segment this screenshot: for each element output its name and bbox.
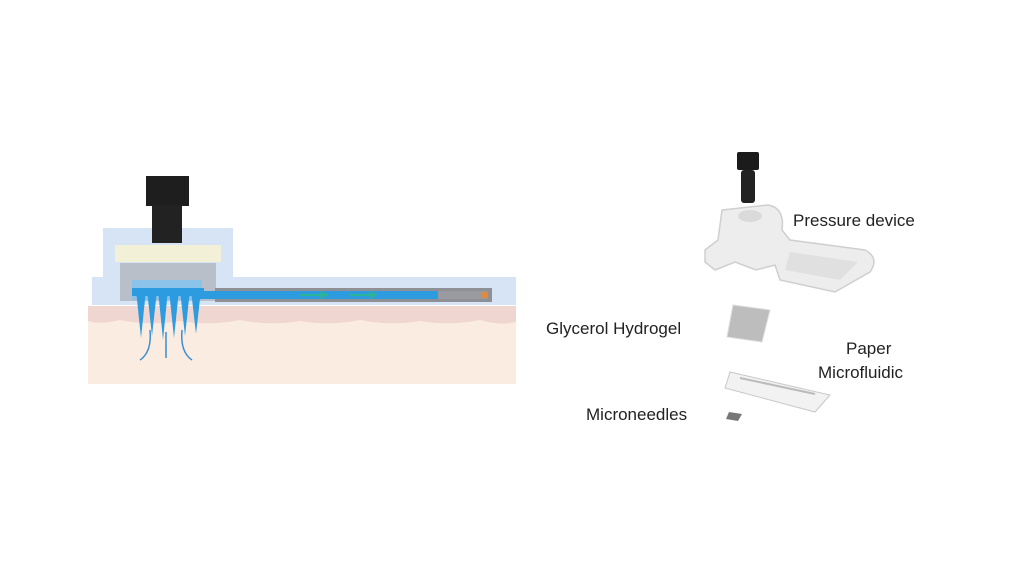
paper-microfluidic: [724, 371, 831, 413]
channel-end: [438, 291, 487, 299]
glycerol-hydrogel: [726, 304, 771, 343]
skin-dermis: [88, 318, 516, 384]
hydrogel-layer: [115, 245, 221, 262]
label-paper: Paper: [846, 339, 892, 358]
label-glycerol-hydrogel: Glycerol Hydrogel: [546, 319, 682, 338]
screw-head: [737, 152, 759, 170]
flow-arrow: [350, 291, 379, 299]
screw-head: [146, 176, 189, 206]
screw-shaft: [152, 205, 182, 243]
sensor-pad: [482, 292, 488, 298]
device-channel: [785, 252, 858, 280]
interstitial-flow-arrows: [139, 329, 193, 361]
microneedle-patch: [726, 412, 742, 421]
label-pressure-device: Pressure device: [793, 211, 915, 230]
exploded-device-diagram: [704, 152, 875, 421]
cross-section-diagram: [88, 176, 516, 384]
paper-channel: [739, 377, 816, 395]
microneedles: [132, 288, 204, 340]
label-microfluidic: Microfluidic: [818, 363, 904, 382]
screw-hole: [738, 210, 762, 222]
screw-shaft: [741, 170, 755, 203]
flow-arrow: [300, 291, 330, 299]
label-microneedles: Microneedles: [586, 405, 688, 424]
